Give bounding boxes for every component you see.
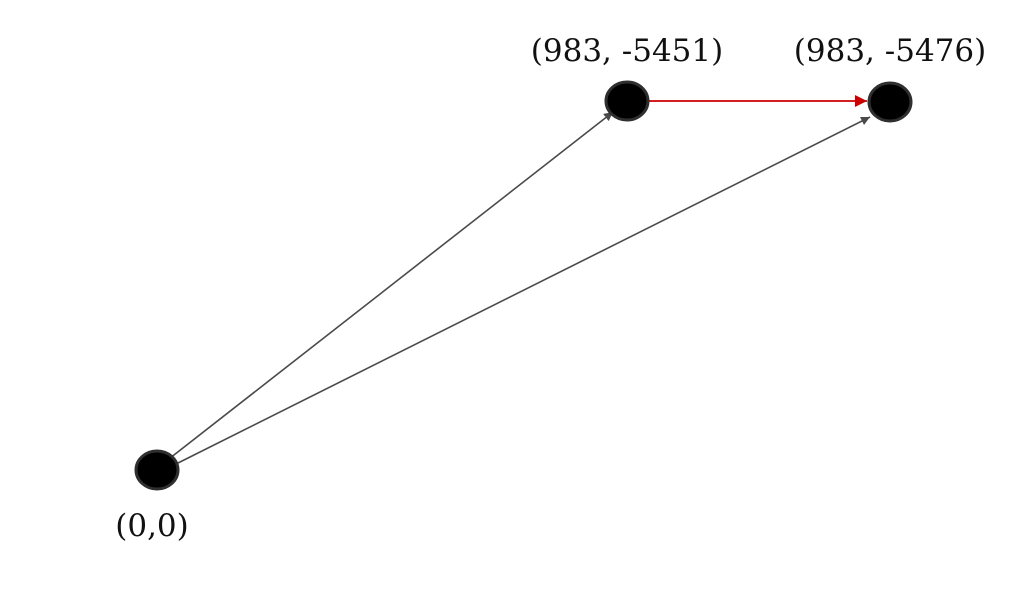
node-point-b [867,81,913,123]
edge-origin-to-point-a [164,111,614,463]
label-point-a: (983, -5451) [531,33,723,69]
edge-origin-to-point-b [177,116,871,464]
label-point-b: (983, -5476) [794,33,986,69]
node-origin [134,449,180,491]
node-point-a [604,80,650,122]
label-origin: (0,0) [115,508,189,544]
